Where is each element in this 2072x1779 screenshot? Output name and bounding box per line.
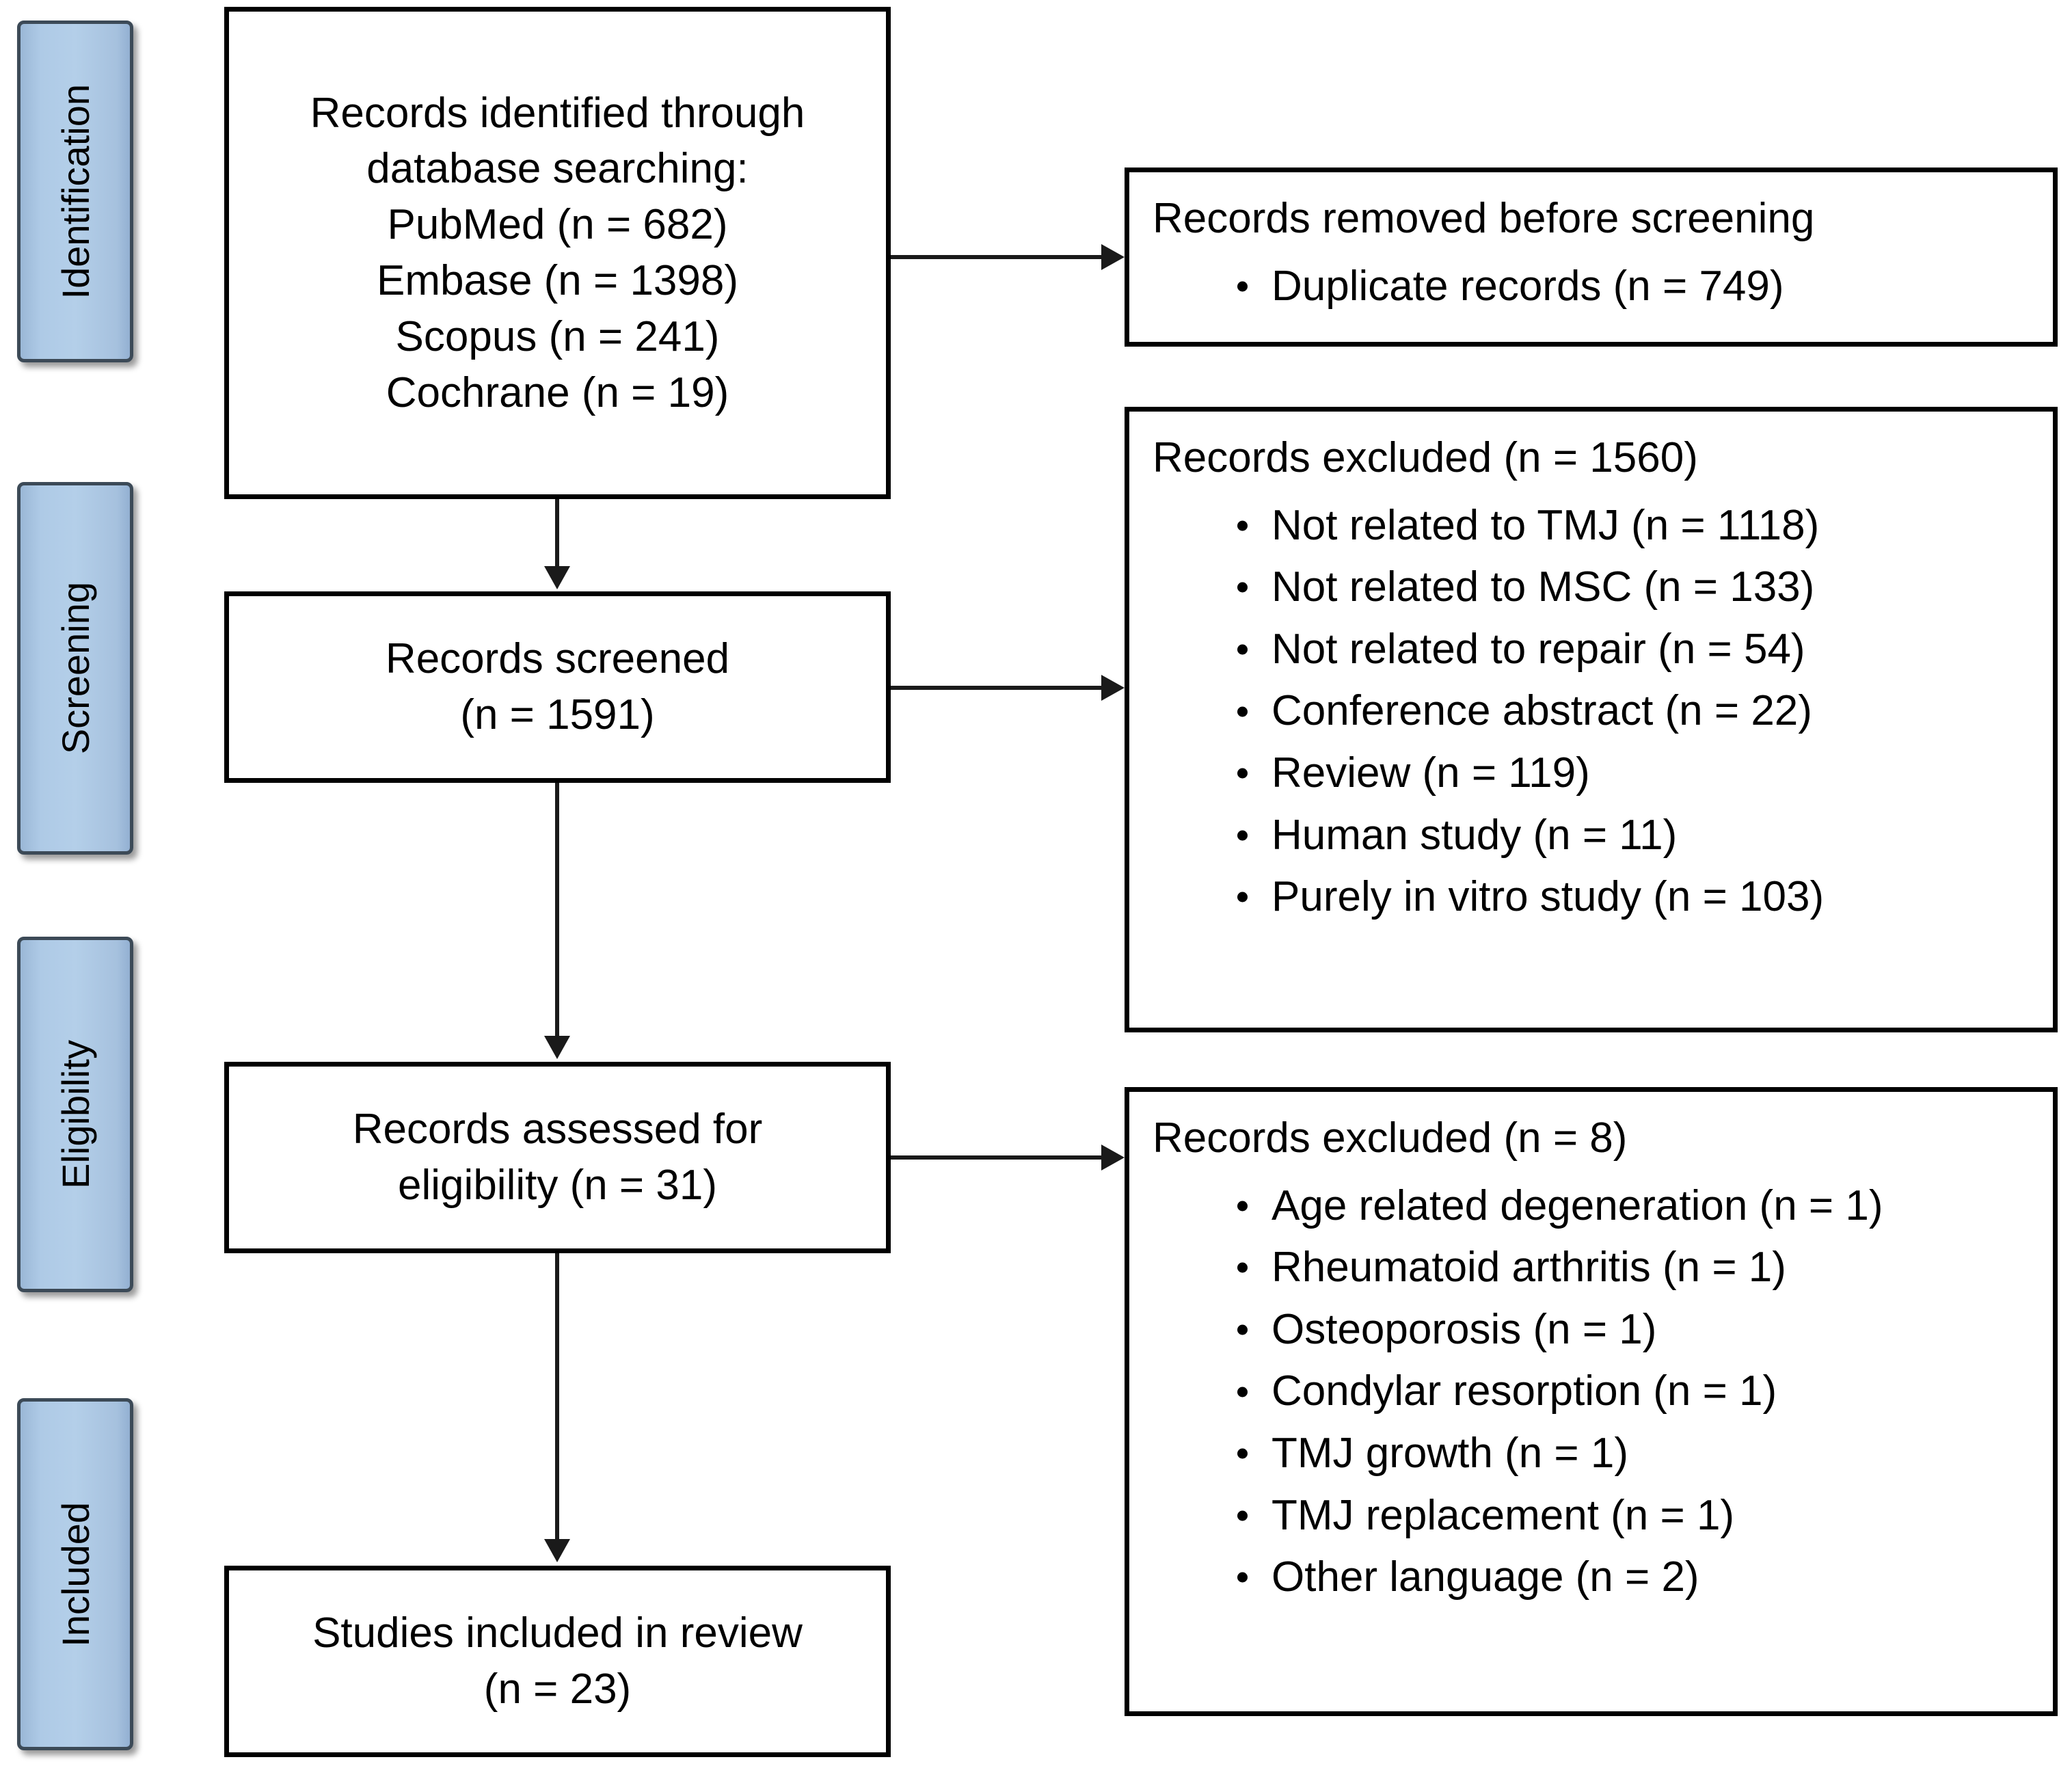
arrow-identified-to-screened (544, 566, 570, 589)
arrow-identified-to-removed (1101, 244, 1125, 270)
studies-included-box: Studies included in review (n = 23) (224, 1566, 891, 1757)
records-excluded-eligibility-headline: Records excluded (n = 8) (1153, 1114, 1628, 1162)
records-removed-list: Duplicate records (n = 749) (1153, 252, 1784, 321)
connector-screened-to-assessed (555, 783, 559, 1037)
stage-label-identification-text: Identification (53, 83, 97, 299)
list-item: Purely in vitro study (n = 103) (1235, 870, 1824, 925)
connector-assessed-to-included (555, 1253, 559, 1540)
list-item: TMJ replacement (n = 1) (1235, 1488, 1883, 1544)
arrow-assessed-to-included (544, 1539, 570, 1562)
records-excluded-eligibility-list: Age related degeneration (n = 1) Rheumat… (1153, 1172, 1883, 1612)
records-identified-line-4: Embase (n = 1398) (376, 257, 739, 304)
arrow-screened-to-excluded (1101, 675, 1125, 701)
stage-label-screening-text: Screening (53, 582, 97, 755)
studies-included-line-1: Studies included in review (312, 1609, 803, 1657)
records-identified-line-5: Scopus (n = 241) (395, 312, 720, 360)
records-excluded-screening-box: Records excluded (n = 1560) Not related … (1125, 407, 2058, 1032)
records-assessed-box: Records assessed for eligibility (n = 31… (224, 1062, 891, 1253)
connector-identified-to-removed (891, 255, 1103, 259)
stage-label-eligibility-text: Eligibility (53, 1040, 97, 1189)
list-item: Not related to repair (n = 54) (1235, 622, 1824, 678)
records-removed-box: Records removed before screening Duplica… (1125, 168, 2058, 347)
records-excluded-eligibility-box: Records excluded (n = 8) Age related deg… (1125, 1087, 2058, 1716)
list-item: Not related to MSC (n = 133) (1235, 560, 1824, 615)
arrow-screened-to-assessed (544, 1036, 570, 1059)
studies-included-line-2: (n = 23) (483, 1666, 632, 1713)
stage-label-identification: Identification (17, 21, 133, 362)
records-identified-line-1: Records identified through (310, 89, 805, 137)
records-screened-line-2: (n = 1591) (460, 691, 655, 738)
records-excluded-screening-headline: Records excluded (n = 1560) (1153, 434, 1698, 481)
list-item: Human study (n = 11) (1235, 808, 1824, 864)
list-item: Condylar resorption (n = 1) (1235, 1364, 1883, 1419)
list-item: Rheumatoid arthritis (n = 1) (1235, 1240, 1883, 1296)
records-screened-box: Records screened (n = 1591) (224, 591, 891, 783)
records-screened-line-1: Records screened (385, 635, 730, 683)
list-item: Not related to TMJ (n = 1118) (1235, 498, 1824, 554)
list-item: Osteoporosis (n = 1) (1235, 1302, 1883, 1358)
connector-identified-to-screened (555, 499, 559, 567)
records-assessed-line-2: eligibility (n = 31) (398, 1162, 717, 1209)
records-excluded-screening-list: Not related to TMJ (n = 1118) Not relate… (1153, 492, 1824, 932)
list-item: Review (n = 119) (1235, 746, 1824, 801)
stage-label-screening: Screening (17, 482, 133, 855)
records-removed-headline: Records removed before screening (1153, 195, 1815, 242)
arrow-assessed-to-excluded (1101, 1145, 1125, 1171)
records-identified-line-6: Cochrane (n = 19) (386, 369, 729, 416)
stage-label-eligibility: Eligibility (17, 937, 133, 1292)
records-identified-line-2: database searching: (366, 145, 749, 193)
connector-screened-to-excluded (891, 686, 1103, 690)
list-item: Other language (n = 2) (1235, 1550, 1883, 1605)
stage-label-included-text: Included (53, 1501, 97, 1647)
list-item: Conference abstract (n = 22) (1235, 684, 1824, 739)
list-item: Age related degeneration (n = 1) (1235, 1179, 1883, 1234)
stage-label-included: Included (17, 1398, 133, 1750)
records-assessed-line-1: Records assessed for (352, 1106, 763, 1153)
records-identified-box: Records identified through database sear… (224, 7, 891, 499)
connector-assessed-to-excluded (891, 1155, 1103, 1160)
records-identified-line-3: PubMed (n = 682) (387, 201, 728, 249)
list-item: Duplicate records (n = 749) (1235, 259, 1784, 315)
list-item: TMJ growth (n = 1) (1235, 1426, 1883, 1482)
